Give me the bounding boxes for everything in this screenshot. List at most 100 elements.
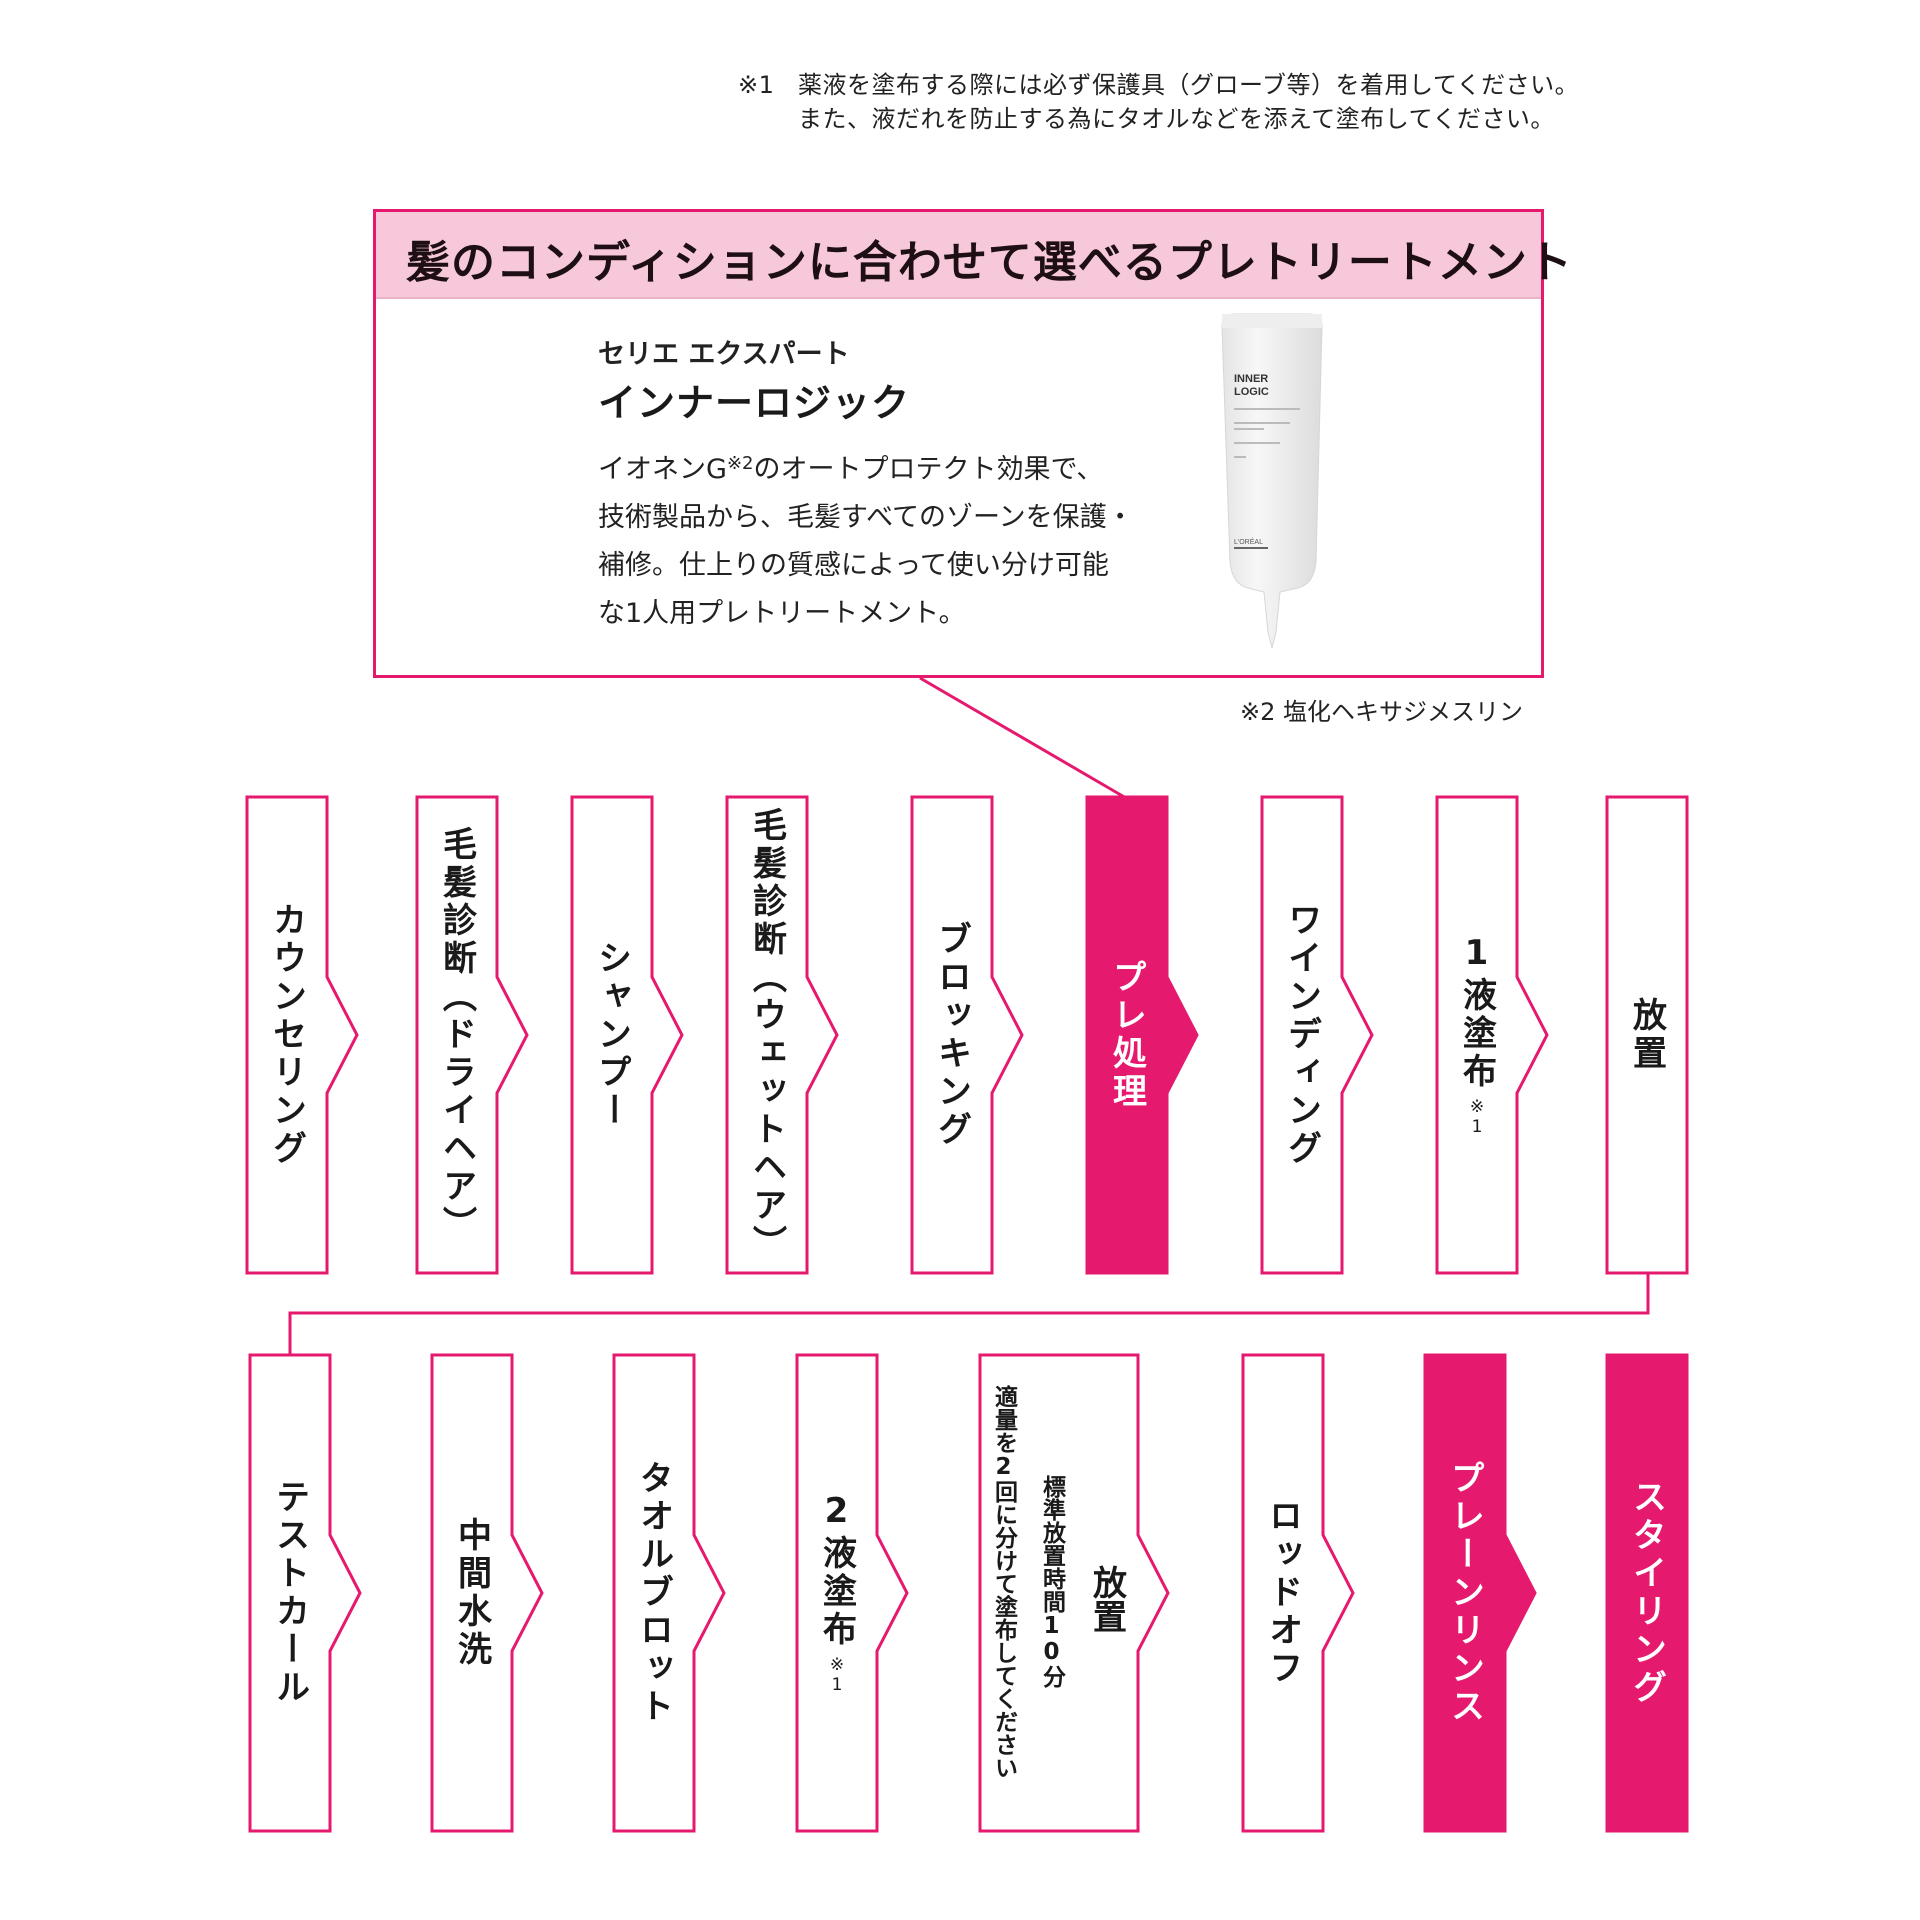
flow-step-row2-2: 中間水洗	[430, 1353, 544, 1833]
step-shape	[1260, 795, 1374, 1275]
step-label-col: 毛髪診断（ウェットヘア）	[743, 807, 792, 1263]
svg-text:INNER: INNER	[1234, 373, 1268, 385]
step-label-wrap: 毛髪診断（ドライヘア）	[417, 797, 497, 1273]
flow-step-row2-5: 放置 標準放置時間10分 適量を2回に分けて塗布してください	[978, 1353, 1170, 1833]
step-shape	[910, 795, 1024, 1275]
flow-step-row1-5: ブロッキング	[910, 795, 1024, 1275]
step-shape	[245, 795, 359, 1275]
description-line-1-pre: イオネンG	[598, 454, 727, 485]
description-line-3: 補修。仕上りの質感によって使い分け可能	[598, 550, 1109, 581]
step-label: プレ処理	[1106, 959, 1147, 1111]
step-label: テストカール	[269, 1479, 310, 1707]
flow-step-row1-1: カウンセリング	[245, 795, 359, 1275]
step-label: タオルブロット	[633, 1460, 674, 1726]
step-label-col: テストカール	[266, 1479, 315, 1707]
step-label-wrap: スタイリング	[1607, 1355, 1687, 1831]
footnote-1-line1: 薬液を塗布する際には必ず保護具（グローブ等）を着用してください。	[798, 71, 1580, 99]
step-label: 中間水洗	[451, 1517, 492, 1669]
step-label: 1液塗布	[1456, 933, 1497, 1091]
step-label: シャンプー	[591, 940, 632, 1130]
row-wrap-line	[288, 1272, 1650, 1355]
flow-step-row1-6: プレ処理	[1085, 795, 1199, 1275]
callout-header: 髪のコンディションに合わせて選べるプレトリートメント	[376, 212, 1572, 299]
flow-step-row1-9: 放置	[1605, 795, 1689, 1275]
flow-step-row2-8: スタイリング	[1605, 1353, 1689, 1833]
step-label-wrap: ブロッキング	[912, 797, 992, 1273]
flow-step-row1-7: ワインディング	[1260, 795, 1374, 1275]
step-label-col: 放置	[1623, 997, 1672, 1073]
product-description: イオネンG※2のオートプロテクト効果で、 技術製品から、毛髪すべてのゾーンを保護…	[598, 440, 1238, 638]
step-label-wrap: シャンプー	[572, 797, 652, 1273]
product-brand: セリエ エクスパート	[598, 339, 850, 370]
step-label-wrap: 1液塗布 ※1	[1437, 797, 1517, 1273]
step-label-wrap: タオルブロット	[614, 1355, 694, 1831]
callout-pointer-line	[919, 676, 1127, 800]
step-label: スタイリング	[1626, 1479, 1667, 1707]
step-shape	[1605, 795, 1689, 1275]
step-label: ブロッキング	[931, 921, 972, 1149]
flow-step-row1-4: 毛髪診断（ウェットヘア）	[725, 795, 839, 1275]
step-label-col: プレーンリンス	[1441, 1460, 1490, 1726]
step-shape	[795, 1353, 909, 1833]
step-label-col: ワインディング	[1278, 902, 1327, 1168]
flow-step-row2-7: プレーンリンス	[1423, 1353, 1537, 1833]
step-label: カウンセリング	[266, 902, 307, 1168]
step-label-wrap: ワインディング	[1262, 797, 1342, 1273]
step-shape	[1423, 1353, 1537, 1833]
step-label-col: タオルブロット	[630, 1460, 679, 1726]
footnote-1: ※1 薬液を塗布する際には必ず保護具（グローブ等）を着用してください。 また、液だ…	[738, 68, 1579, 136]
step-label: 放置	[1626, 997, 1667, 1073]
step-label-col: 1液塗布 ※1	[1453, 933, 1502, 1137]
step-shape	[248, 1353, 362, 1833]
step-shape	[725, 795, 839, 1275]
description-line-1-post: のオートプロテクト効果で、	[753, 454, 1104, 485]
step-shape	[1085, 795, 1199, 1275]
step-footnote-ref: ※1	[827, 1655, 847, 1695]
step-label: 2液塗布	[816, 1491, 857, 1649]
step-shape	[570, 795, 684, 1275]
step-shape	[430, 1353, 544, 1833]
step-label-col: シャンプー	[588, 940, 637, 1130]
svg-text:L'ORÉAL: L'ORÉAL	[1234, 537, 1263, 546]
step-label-col: スタイリング	[1623, 1479, 1672, 1707]
footnote-2-ref: ※2	[726, 453, 754, 474]
footnote-1-line2: また、液だれを防止する為にタオルなどを添えて塗布してください。	[798, 105, 1555, 133]
step-label-wrap: 毛髪診断（ウェットヘア）	[727, 797, 807, 1273]
step-label-col: カウンセリング	[263, 902, 312, 1168]
step-standard-time: 標準放置時間10分	[1038, 1475, 1065, 1688]
svg-text:LOGIC: LOGIC	[1234, 386, 1269, 398]
flow-step-row2-3: タオルブロット	[612, 1353, 726, 1833]
tube-icon: INNER LOGIC L'ORÉAL	[1221, 313, 1323, 649]
step-shape	[1605, 1353, 1689, 1833]
step-shape	[415, 795, 529, 1275]
step-label-wrap: 2液塗布 ※1	[797, 1355, 877, 1831]
footnote-1-mark: ※1	[738, 71, 775, 99]
step-label-wrap: テストカール	[250, 1355, 330, 1831]
flow-step-row2-4: 2液塗布 ※1	[795, 1353, 909, 1833]
step-label: ロッドオフ	[1262, 1498, 1303, 1688]
product-tube-image: INNER LOGIC L'ORÉAL	[1218, 312, 1328, 672]
footnote-2: ※2 塩化ヘキサジメスリン	[1240, 698, 1524, 726]
description-line-4: な1人用プレトリートメント。	[598, 598, 966, 629]
step-label-col: 2液塗布 ※1	[813, 1491, 862, 1695]
step-footnote-ref: ※1	[1467, 1097, 1487, 1137]
step-label-col: 毛髪診断（ドライヘア）	[433, 826, 482, 1244]
step-label-wrap: プレ処理	[1087, 797, 1167, 1273]
step-label-col: ロッドオフ	[1259, 1498, 1308, 1688]
step-detail: 放置 標準放置時間10分 適量を2回に分けて塗布してください	[987, 1373, 1132, 1813]
step-label-col: ブロッキング	[928, 921, 977, 1149]
step-label-col: プレ処理	[1103, 959, 1152, 1111]
step-label-wrap: カウンセリング	[247, 797, 327, 1273]
product-name: インナーロジック	[598, 381, 911, 425]
step-label-wrap: 放置	[1607, 797, 1687, 1273]
step-label-wrap: プレーンリンス	[1425, 1355, 1505, 1831]
step-shape	[978, 1353, 1170, 1833]
step-label: 毛髪診断（ウェットヘア）	[746, 807, 787, 1263]
step-application-hint: 適量を2回に分けて塗布してください	[990, 1385, 1017, 1779]
step-label-col: 中間水洗	[448, 1517, 497, 1669]
flow-step-row2-1: テストカール	[248, 1353, 362, 1833]
flow-step-row1-3: シャンプー	[570, 795, 684, 1275]
step-label-wrap: 放置 標準放置時間10分 適量を2回に分けて塗布してください	[980, 1355, 1138, 1831]
step-label-wrap: ロッドオフ	[1243, 1355, 1323, 1831]
step-shape	[1241, 1353, 1355, 1833]
